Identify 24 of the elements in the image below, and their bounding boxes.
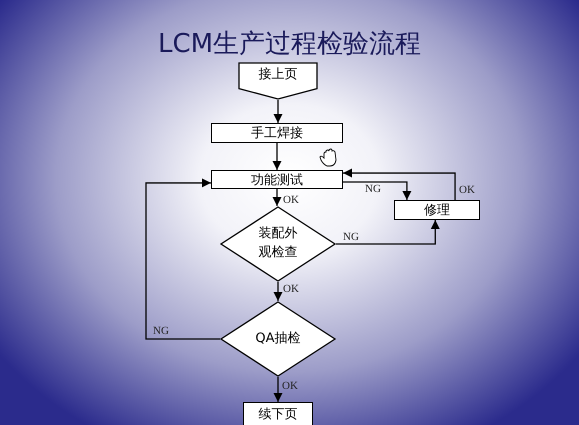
process-box: 手工焊接: [211, 123, 343, 143]
arrow: [272, 189, 282, 206]
off-page-connector: 接上页: [238, 62, 318, 100]
arrow: [273, 377, 283, 402]
process-box: 修理: [394, 200, 480, 220]
edge-label: NG: [153, 326, 169, 337]
edge-label: NG: [343, 232, 359, 243]
arrow: [336, 220, 440, 245]
arrow: [272, 143, 282, 170]
process-box: 功能测试: [211, 170, 343, 189]
arrow: [145, 178, 220, 340]
arrow: [343, 168, 456, 200]
edge-label: OK: [282, 381, 298, 392]
arrow: [343, 181, 412, 200]
process-box: 续下页: [243, 402, 313, 425]
arrow: [273, 100, 283, 123]
edge-label: OK: [283, 195, 299, 206]
title: LCM生产过程检验流程: [156, 30, 422, 59]
decision-diamond: 装配外观检查: [220, 206, 336, 282]
edge-label: NG: [365, 184, 381, 195]
edge-label: OK: [459, 185, 475, 196]
edge-label: OK: [283, 284, 299, 295]
arrow: [273, 282, 283, 301]
decision-diamond: QA抽检: [220, 301, 336, 377]
